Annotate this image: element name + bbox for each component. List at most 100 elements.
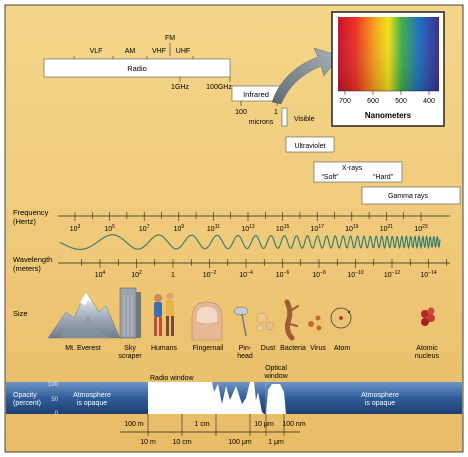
- wavelength-tick-label: 10−8: [312, 270, 326, 279]
- opacity-band: [6, 382, 462, 414]
- frequency-tick-label: 1015: [276, 224, 290, 233]
- size-label-nucleus-2: nucleus: [415, 353, 440, 360]
- nanometer-tick-label: 700: [339, 98, 351, 105]
- wavelength-tick-label: 10−6: [276, 270, 290, 279]
- frequency-tick-label: 109: [174, 224, 185, 233]
- atmosphere-right-2: is opaque: [365, 400, 395, 407]
- frequency-tick-label: 1021: [380, 224, 394, 233]
- frequency-tick-label: 103: [70, 224, 81, 233]
- band-radio: Radio: [127, 64, 147, 73]
- band-xrays-hard: “Hard”: [373, 174, 394, 181]
- band-gamma-box: [361, 186, 461, 205]
- optical-window-label-1: Optical: [265, 365, 287, 372]
- size-label-nucleus-1: Atomic: [416, 345, 438, 352]
- band-vlf: VLF: [90, 48, 103, 55]
- scale-10um: 10 μm: [254, 421, 274, 428]
- band-vhf: VHF: [152, 48, 166, 55]
- size-illustrations: [47, 287, 435, 341]
- wavelength-tick-label: 102: [131, 270, 142, 279]
- wavelength-tick-label: 10−2: [203, 270, 217, 279]
- size-label-humans: Humans: [151, 345, 178, 352]
- size-label-bacteria: Bacteria: [280, 345, 306, 352]
- tick-ir-1: 1: [274, 109, 278, 116]
- tick-1ghz: 1GHz: [171, 84, 189, 91]
- scale-100nm: 100 nm: [282, 421, 306, 428]
- scale-1cm: 1 cm: [194, 421, 209, 428]
- band-labels: VLF AM FM VHF UHF Radio 1GHz 100GHz Infr…: [43, 35, 461, 205]
- size-label-pinhead-1: Pin-: [239, 345, 252, 352]
- wave-curve: [59, 234, 441, 250]
- wavelength-label-2: (meters): [13, 264, 41, 273]
- nanometer-tick-label: 400: [423, 98, 435, 105]
- size-label-virus: Virus: [310, 345, 326, 352]
- bottom-scale: 100 m 1 cm 10 μm 100 nm 10 m 10 cm 100 μ…: [124, 414, 306, 446]
- band-infrared: Infrared: [243, 90, 269, 99]
- frequency-label-1: Frequency: [13, 208, 49, 217]
- size-label-skyscraper-1: Sky: [124, 345, 136, 352]
- virus-icon: [308, 315, 322, 331]
- size-label-fingernail: Fingernail: [193, 345, 224, 352]
- band-visible: Visible: [294, 116, 315, 123]
- tick-100ghz: 100GHz: [206, 84, 232, 91]
- size-label-everest: Mt. Everest: [65, 345, 100, 352]
- scale-1um: 1 μm: [268, 439, 284, 446]
- band-ultraviolet: Ultraviolet: [294, 143, 325, 150]
- skyscraper-icon: [119, 287, 141, 339]
- nanometer-tick-label: 600: [367, 98, 379, 105]
- bacteria-icon: [284, 299, 299, 341]
- frequency-tick-label: 105: [104, 224, 115, 233]
- humans-icon: [154, 292, 174, 336]
- atom-icon: [330, 307, 352, 329]
- frequency-label-2: (Hertz): [13, 217, 36, 226]
- tick-ir-microns: microns: [249, 119, 274, 126]
- wavelength-tick-label: 10−4: [239, 270, 253, 279]
- band-ultraviolet-box: [285, 136, 335, 153]
- optical-window-area: [266, 384, 286, 414]
- frequency-tick-label: 107: [139, 224, 150, 233]
- band-fm: FM: [165, 35, 175, 42]
- frequency-tick-label: 1019: [345, 224, 359, 233]
- atmosphere-right-1: Atmosphere: [361, 392, 399, 399]
- band-radio-box: [43, 58, 231, 78]
- opacity-tick-0: 0: [55, 411, 59, 417]
- wavelength-tick-label: 10−10: [347, 270, 363, 279]
- opacity-label-1: Opacity: [13, 392, 37, 399]
- size-label-dust: Dust: [261, 345, 275, 352]
- opacity-label-2: (percent): [13, 400, 41, 407]
- frequency-tick-label: 1017: [311, 224, 325, 233]
- band-xrays: X-rays: [342, 165, 363, 172]
- size-labels: Mt. Everest Sky scraper Humans Fingernai…: [65, 345, 439, 360]
- wavelength-label-1: Wavelength: [13, 255, 52, 264]
- tick-ir-100: 100: [235, 109, 247, 116]
- frequency-tick-label: 1023: [414, 224, 428, 233]
- band-uhf: UHF: [176, 48, 190, 55]
- nucleus-icon: [421, 307, 435, 326]
- visible-spectrum-inset: 700 600 500 400 Nanometers: [331, 11, 445, 127]
- dust-icon: [256, 312, 275, 332]
- size-label-pinhead-2: head: [237, 353, 253, 360]
- band-gamma: Gamma rays: [388, 193, 429, 200]
- radio-window-label: Radio window: [150, 375, 195, 382]
- wavelength-tick-label: 1: [171, 272, 175, 279]
- wavelength-tick-label: 10−14: [420, 270, 436, 279]
- optical-window-label-2: window: [263, 373, 288, 380]
- size-label-atom: Atom: [334, 345, 351, 352]
- wavelength-tick-label: 104: [95, 270, 106, 279]
- nanometer-tick-label: 500: [395, 98, 407, 105]
- band-xrays-soft: “Soft”: [321, 174, 339, 181]
- band-am: AM: [125, 48, 136, 55]
- opacity-tick-50: 50: [51, 397, 58, 403]
- atmosphere-left-1: Atmosphere: [73, 392, 111, 399]
- atmosphere-left-2: is opaque: [77, 400, 107, 407]
- nanometers-label: Nanometers: [365, 111, 412, 120]
- wavelength-tick-label: 10−12: [384, 270, 400, 279]
- scale-100um: 100 μm: [228, 439, 252, 446]
- size-label-skyscraper-2: scraper: [118, 353, 142, 360]
- wavelength-ticks: 104 102 1 10−2 10−4 10−6 10−8 10−10 10−12 10−14: [81, 259, 448, 279]
- frequency-tick-label: 1011: [207, 224, 220, 233]
- mountain-icon: [47, 291, 121, 339]
- scale-100m: 100 m: [124, 421, 144, 428]
- size-label: Size: [13, 309, 28, 318]
